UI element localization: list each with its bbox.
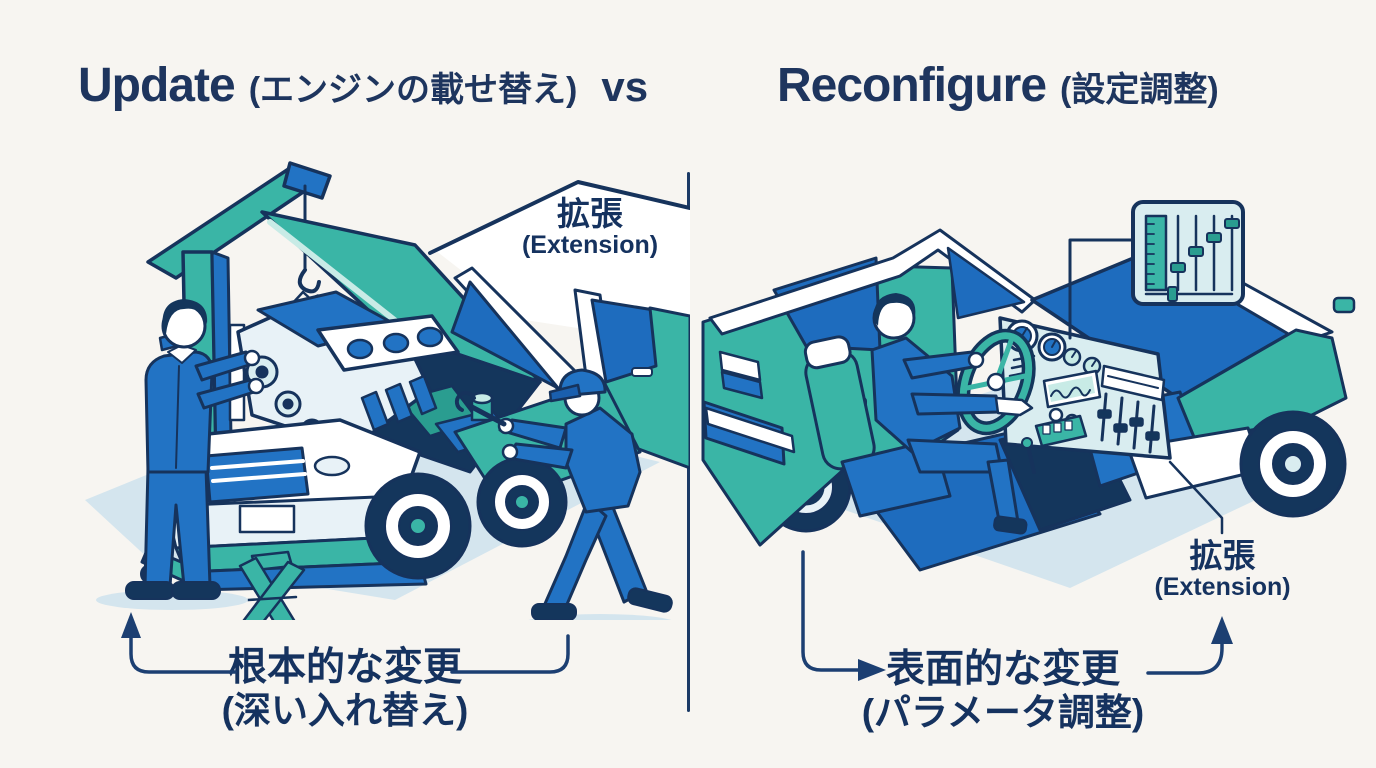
- extension-label-right-jp: 拡張: [1189, 537, 1256, 574]
- panel-connector-line: [1068, 238, 1135, 340]
- mechanic-left: [96, 299, 265, 610]
- steering-wheel: [956, 328, 1036, 436]
- extension-label-left-jp: 拡張: [557, 195, 623, 232]
- update-subtitle-jp: (エンジンの載せ替え): [248, 71, 578, 109]
- front-wheel: [1239, 410, 1347, 518]
- up-arrowhead: [121, 612, 141, 638]
- slider-handle: [1167, 286, 1178, 302]
- car-cabin: [450, 266, 690, 470]
- extension-label-right: 拡張 (Extension): [1135, 538, 1310, 601]
- caption-reconfigure-line1: 表面的な変更: [885, 648, 1120, 691]
- slider-handle: [1188, 246, 1204, 257]
- reconfigure-subtitle-jp: (設定調整): [1060, 71, 1219, 109]
- vs-label: vs: [601, 63, 649, 110]
- driver-arms: [902, 350, 1034, 417]
- engine-block: [236, 290, 460, 450]
- reconfigure-settings-illustration: [701, 200, 1356, 588]
- arrow-line: [129, 634, 237, 674]
- caption-update: 根本的な変更 (深い入れ替え): [205, 646, 485, 731]
- ruler-scale: [1144, 214, 1168, 292]
- title-left: Update (エンジンの載せ替え) vs: [78, 58, 648, 113]
- caption-update-line1: 根本的な変更: [227, 646, 462, 689]
- scissor-jack: [238, 550, 306, 620]
- slider-handle: [1170, 262, 1186, 273]
- arrow-line: [801, 550, 860, 672]
- update-title: Update: [78, 59, 236, 112]
- caption-reconfigure-line2: (パラメータ調整): [861, 691, 1145, 733]
- extension-label-left: 拡張 (Extension): [505, 196, 675, 259]
- arrow-line: [1146, 640, 1224, 675]
- reconfigure-title: Reconfigure: [777, 59, 1047, 112]
- arrow-line: [450, 634, 570, 674]
- windshield: [946, 246, 1026, 320]
- slider-handle: [1206, 232, 1222, 243]
- update-engine-swap-illustration: [85, 161, 690, 620]
- title-right: Reconfigure (設定調整): [777, 58, 1219, 113]
- right-arrowhead: [858, 659, 886, 681]
- settings-panel: [1131, 200, 1245, 306]
- rear-wheel: [476, 456, 568, 548]
- dashboard-console: [998, 316, 1172, 474]
- caption-arrows-right: [801, 550, 1233, 681]
- front-wheel: [364, 472, 472, 580]
- extension-leader-line: [1168, 460, 1224, 535]
- extension-label-right-en: (Extension): [1154, 572, 1291, 601]
- mechanic-right: [454, 368, 673, 620]
- caption-update-line2: (深い入れ替え): [221, 689, 469, 731]
- car-front: [164, 418, 428, 592]
- caption-arrows-left: [121, 612, 570, 674]
- up-arrowhead: [1211, 616, 1233, 644]
- slider-handle: [1224, 218, 1240, 229]
- caption-reconfigure: 表面的な変更 (パラメータ調整): [858, 648, 1148, 733]
- extension-label-left-en: (Extension): [521, 230, 659, 259]
